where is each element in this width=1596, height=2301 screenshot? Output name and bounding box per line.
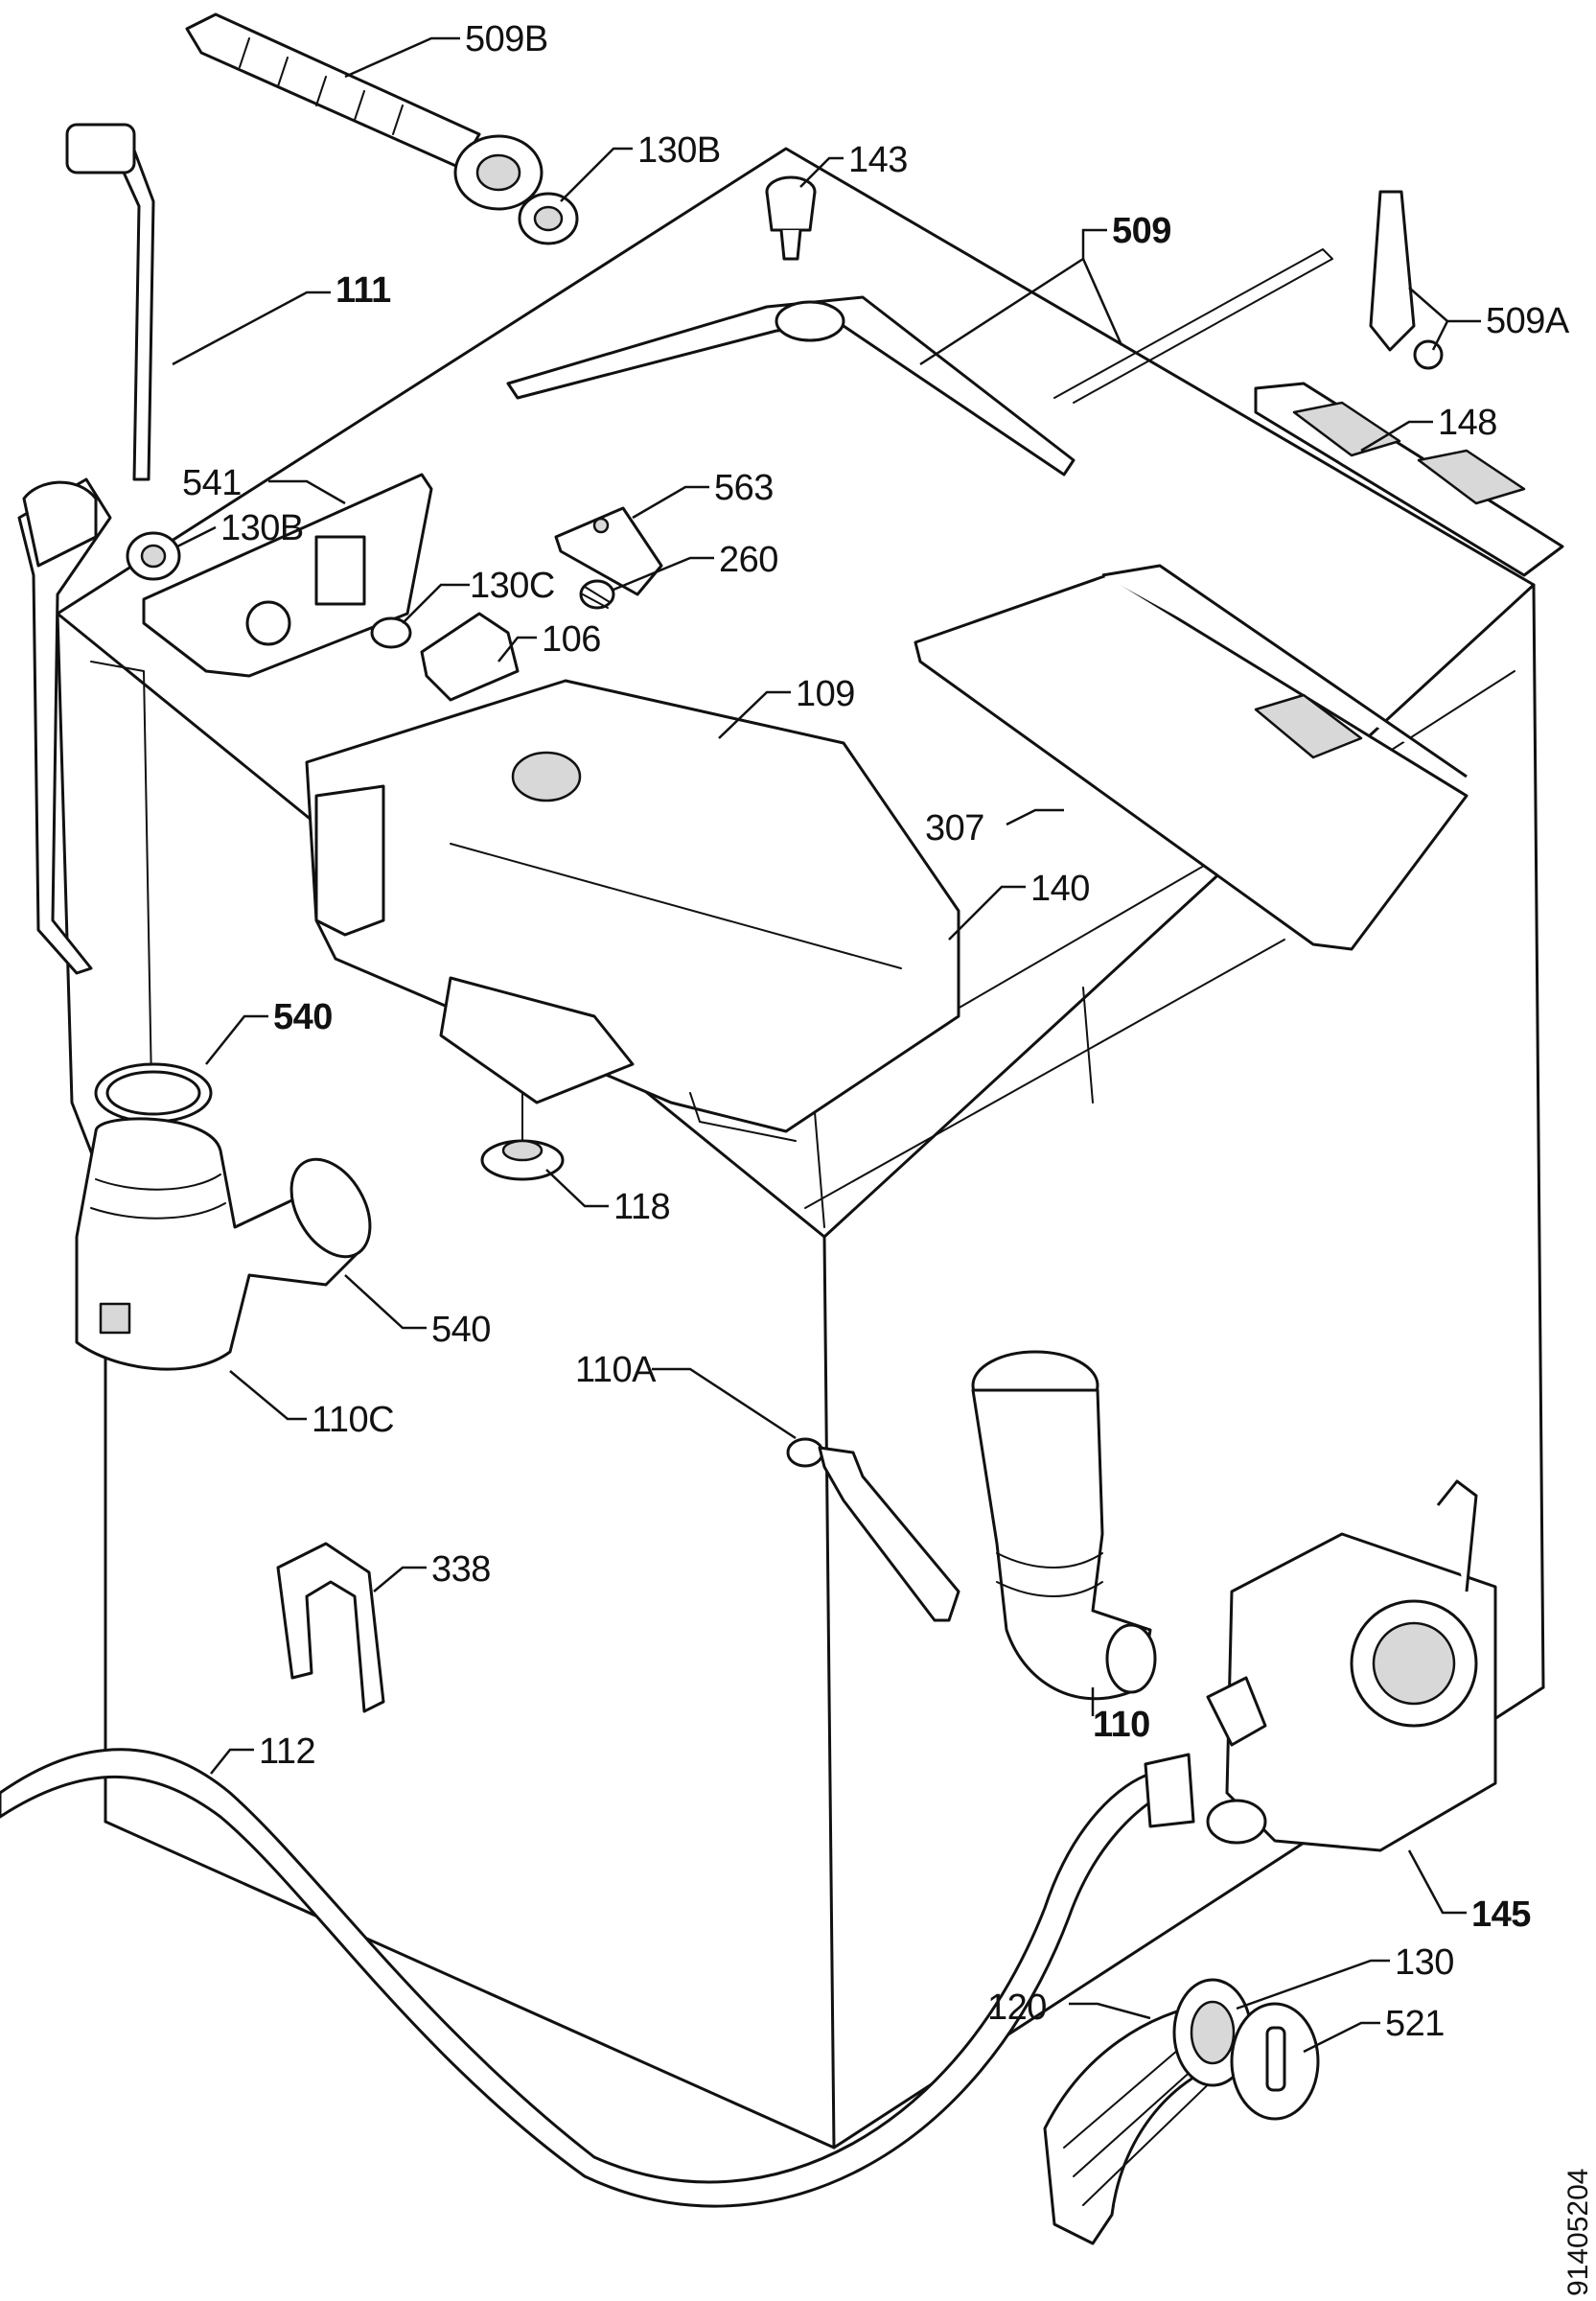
part-118-filter	[480, 1092, 565, 1181]
part-130b-mid-gasket	[126, 531, 181, 581]
part-143-knob	[765, 175, 817, 261]
label-540-top: 540	[273, 997, 333, 1037]
part-307-drawer	[914, 564, 1469, 951]
label-110a: 110A	[575, 1350, 656, 1390]
label-563: 563	[714, 468, 774, 508]
part-130c-106-assembly	[370, 612, 520, 702]
leader-lines	[172, 36, 1481, 2054]
label-260: 260	[719, 540, 778, 580]
label-120: 120	[987, 1987, 1047, 2028]
label-106: 106	[542, 619, 601, 660]
part-260-spring	[579, 579, 615, 610]
part-109-housing	[305, 679, 960, 1142]
part-540-top-clamp	[94, 1062, 213, 1124]
label-130b-top: 130B	[637, 130, 721, 171]
label-130: 130	[1395, 1942, 1454, 1983]
part-509a-lever	[1369, 190, 1444, 370]
part-130b-top-gasket	[518, 192, 579, 245]
part-338-clip	[276, 1542, 385, 1713]
label-118: 118	[613, 1187, 671, 1227]
part-110a-hose	[786, 1437, 960, 1622]
part-148-tray	[1254, 382, 1564, 577]
label-110c: 110C	[312, 1400, 395, 1440]
part-541-plate	[142, 473, 433, 678]
label-145: 145	[1471, 1894, 1531, 1935]
part-110-elbow-hose	[971, 1350, 1157, 1701]
part-563-cover	[554, 506, 663, 596]
label-148: 148	[1438, 403, 1497, 443]
label-509a: 509A	[1486, 301, 1569, 341]
label-541: 541	[182, 463, 242, 503]
label-143: 143	[848, 140, 908, 180]
label-521: 521	[1385, 2004, 1445, 2044]
label-110: 110	[1093, 1705, 1150, 1745]
label-109: 109	[796, 674, 855, 714]
part-112-drain-hose	[0, 1748, 1195, 2208]
part-110c-sump-hose	[75, 1117, 372, 1371]
label-540-mid: 540	[431, 1310, 491, 1350]
label-111: 111	[335, 270, 391, 311]
label-307: 307	[925, 808, 984, 848]
label-130b-mid: 130B	[220, 508, 304, 548]
part-111-hose	[17, 123, 155, 975]
label-509b: 509B	[465, 19, 548, 59]
label-338: 338	[431, 1549, 491, 1590]
part-509-arm	[506, 248, 1333, 476]
document-number: 91405204	[1562, 2168, 1594, 2296]
label-130c: 130C	[470, 566, 555, 606]
label-140: 140	[1030, 869, 1090, 909]
part-145-pump	[1206, 1479, 1497, 1852]
label-112: 112	[259, 1732, 316, 1772]
label-509: 509	[1112, 211, 1171, 251]
part-521-cap	[1230, 2002, 1320, 2121]
part-509b-hose	[185, 12, 544, 211]
